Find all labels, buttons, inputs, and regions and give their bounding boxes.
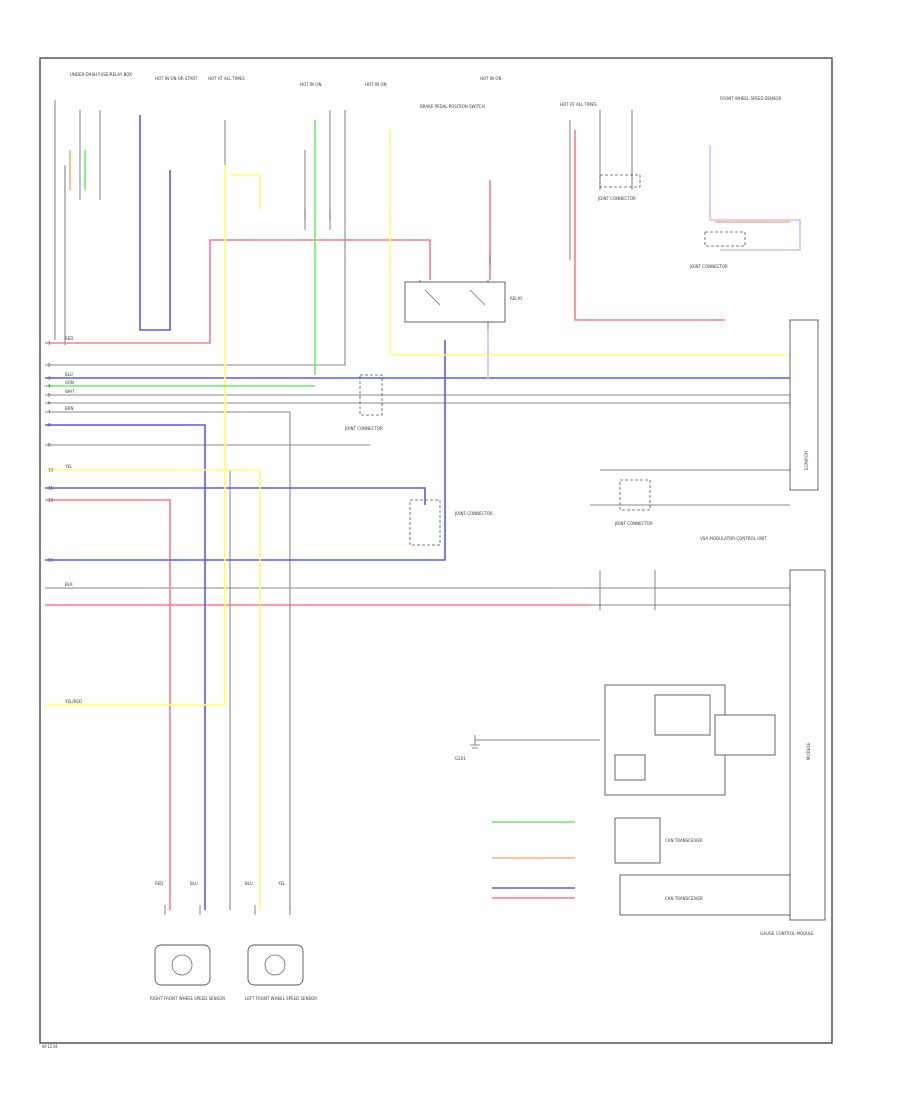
ground-symbol: G201 <box>455 735 480 761</box>
svg-text:LEFT FRONT WHEEL SPEED SENSOR: LEFT FRONT WHEEL SPEED SENSOR <box>245 996 317 1001</box>
pin-number: 3 <box>48 376 51 381</box>
svg-text:YEL: YEL <box>277 881 286 886</box>
vsa-internal: VSA MODULATOR-CONTROL UNIT <box>604 536 776 796</box>
blue-wire-a <box>139 115 171 331</box>
svg-text:HOT AT ALL TIMES: HOT AT ALL TIMES <box>560 102 597 107</box>
svg-text:HOT IN ON OR START: HOT IN ON OR START <box>155 76 198 81</box>
svg-text:ECM/PCM: ECM/PCM <box>804 451 809 470</box>
blue-wires <box>45 115 801 910</box>
pin-number: 1 <box>48 341 51 346</box>
yellow-wire-b <box>389 130 790 356</box>
svg-text:BLU: BLU <box>190 881 198 886</box>
svg-text:UNDER-DASH FUSE/RELAY BOX: UNDER-DASH FUSE/RELAY BOX <box>70 72 132 77</box>
svg-text:CAN TRANSCEIVER: CAN TRANSCEIVER <box>665 896 703 901</box>
svg-text:JOINT CONNECTOR: JOINT CONNECTOR <box>344 426 383 431</box>
header-labels: UNDER-DASH FUSE/RELAY BOX HOT IN ON OR S… <box>70 72 782 109</box>
green-wires <box>45 120 575 823</box>
wheel-sensor-left: LEFT FRONT WHEEL SPEED SENSOR <box>245 944 317 1001</box>
ecm-block: ECM/PCM <box>789 319 819 491</box>
svg-text:BLK: BLK <box>65 582 73 587</box>
can-transceivers: CAN TRANSCEIVER CAN TRANSCEIVER <box>614 817 791 916</box>
pin-number: 5 <box>48 393 51 398</box>
pin-number: 11 <box>48 486 54 491</box>
orange-wires <box>69 150 790 859</box>
violet-wire <box>709 145 801 251</box>
pin-number: 4 <box>48 384 51 389</box>
pin-number: 10 <box>48 468 54 473</box>
svg-text:HOT IN ON: HOT IN ON <box>300 82 321 87</box>
wire-callouts: RED BLU GRN WHT BRN YEL BLK RED BLU BLU … <box>64 336 286 886</box>
yellow-wire-d <box>45 469 261 910</box>
yellow-wire-c <box>230 174 261 210</box>
relay-box: RELAY <box>404 281 523 323</box>
pin-number: 7 <box>48 410 51 415</box>
svg-text:HOT IN ON: HOT IN ON <box>480 76 501 81</box>
svg-text:GRN: GRN <box>65 380 74 385</box>
svg-text:HOT IN ON: HOT IN ON <box>365 82 386 87</box>
svg-text:RIGHT FRONT WHEEL SPEED SENSOR: RIGHT FRONT WHEEL SPEED SENSOR <box>150 996 225 1001</box>
svg-text:JOINT CONNECTOR: JOINT CONNECTOR <box>597 196 636 201</box>
svg-text:JOINT CONNECTOR: JOINT CONNECTOR <box>454 511 493 516</box>
svg-text:G201: G201 <box>455 756 466 761</box>
blue-wire-c <box>45 424 206 910</box>
pin-number: 8 <box>48 423 51 428</box>
svg-text:VSA MODULATOR-CONTROL UNIT: VSA MODULATOR-CONTROL UNIT <box>700 536 767 541</box>
svg-text:CAN TRANSCEIVER: CAN TRANSCEIVER <box>665 838 703 843</box>
svg-text:HOT AT ALL TIMES: HOT AT ALL TIMES <box>208 76 245 81</box>
connector-ticks <box>164 210 656 915</box>
yellow-wires <box>45 130 790 910</box>
pin-number: 6 <box>48 401 51 406</box>
svg-text:JOINT CONNECTOR: JOINT CONNECTOR <box>689 264 728 269</box>
blue-wire-e <box>45 340 446 561</box>
svg-text:WHT: WHT <box>65 389 75 394</box>
red-wire-a <box>45 239 431 344</box>
red-wire-e <box>574 130 725 321</box>
joint-connectors: JOINT CONNECTOR JOINT CONNECTOR JOINT CO… <box>344 174 746 546</box>
svg-text:JOINT CONNECTOR: JOINT CONNECTOR <box>614 521 653 526</box>
svg-text:BRN: BRN <box>65 406 74 411</box>
wheel-sensor-right: RIGHT FRONT WHEEL SPEED SENSOR <box>150 944 225 1001</box>
svg-text:YEL: YEL <box>64 464 73 469</box>
pin-number: 13 <box>48 558 54 563</box>
svg-text:RED: RED <box>65 336 73 341</box>
red-wire-c <box>45 499 171 910</box>
svg-text:MODULE: MODULE <box>806 742 811 760</box>
svg-text:RELAY: RELAY <box>510 296 523 301</box>
footer-code: W-1234 <box>42 1044 58 1049</box>
module-block: MODULE GAUGE CONTROL MODULE <box>760 569 826 936</box>
svg-text:RED: RED <box>155 881 163 886</box>
blue-wire-d <box>45 487 426 505</box>
svg-text:BRAKE PEDAL POSITION SWITCH: BRAKE PEDAL POSITION SWITCH <box>420 104 485 109</box>
svg-text:BLU: BLU <box>65 372 73 377</box>
svg-text:GAUGE CONTROL MODULE: GAUGE CONTROL MODULE <box>760 931 814 936</box>
yellow-wire-tag: YEL/RED <box>64 699 82 704</box>
yellow-wire-a <box>45 165 226 706</box>
svg-text:FRONT WHEEL SPEED SENSOR: FRONT WHEEL SPEED SENSOR <box>720 96 782 101</box>
pin-number: 9 <box>48 443 51 448</box>
pin-number: 2 <box>48 363 51 368</box>
pin-number: 12 <box>48 498 54 503</box>
diagram-frame <box>39 57 833 1044</box>
svg-text:BLU: BLU <box>245 881 253 886</box>
